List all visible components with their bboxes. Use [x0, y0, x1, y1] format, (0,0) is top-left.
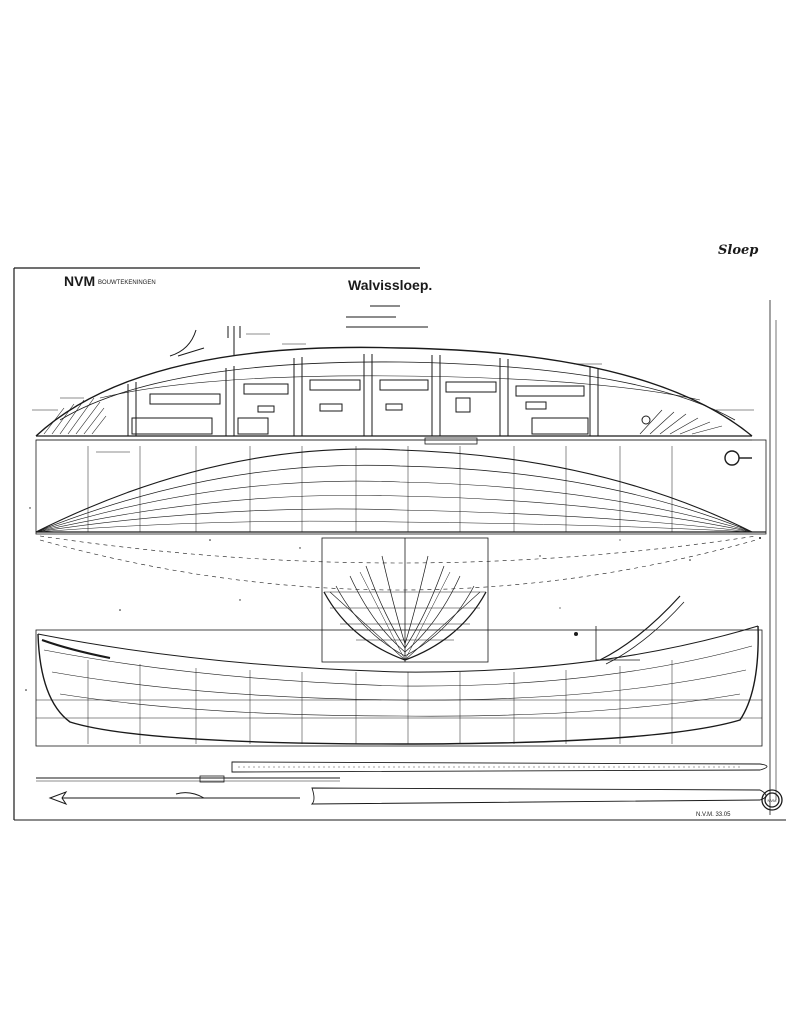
- deck-accessories: [169, 326, 651, 425]
- body-plan-view: [321, 537, 489, 663]
- sheer-profile-view: [35, 346, 753, 445]
- oars-and-harpoons: [36, 761, 768, 806]
- station-lines: [87, 446, 673, 532]
- drawing-title: Walvissloep.: [348, 277, 432, 293]
- lines-stations: [87, 660, 673, 744]
- profile-annotations: [32, 333, 754, 453]
- header-logo: NVM: [64, 273, 95, 289]
- half-breadth-view: [35, 439, 767, 535]
- hook-fitting: [724, 450, 752, 466]
- footer-code: N.V.M. 33.05: [696, 812, 731, 818]
- hatched-sections: [43, 397, 723, 435]
- title-notes: [346, 305, 428, 328]
- thwart-frames: [127, 354, 599, 436]
- lines-profile-view: [35, 595, 763, 747]
- handwritten-mark: Sloep: [718, 243, 758, 258]
- nvm-stamp: [761, 789, 783, 811]
- paper-specks: [25, 507, 761, 691]
- diagonal-lines: [39, 535, 757, 591]
- sheet-frame: [13, 267, 786, 821]
- stamp-text: NVM: [768, 798, 777, 803]
- header-subtitle: BOUWTEKENINGEN: [98, 280, 156, 286]
